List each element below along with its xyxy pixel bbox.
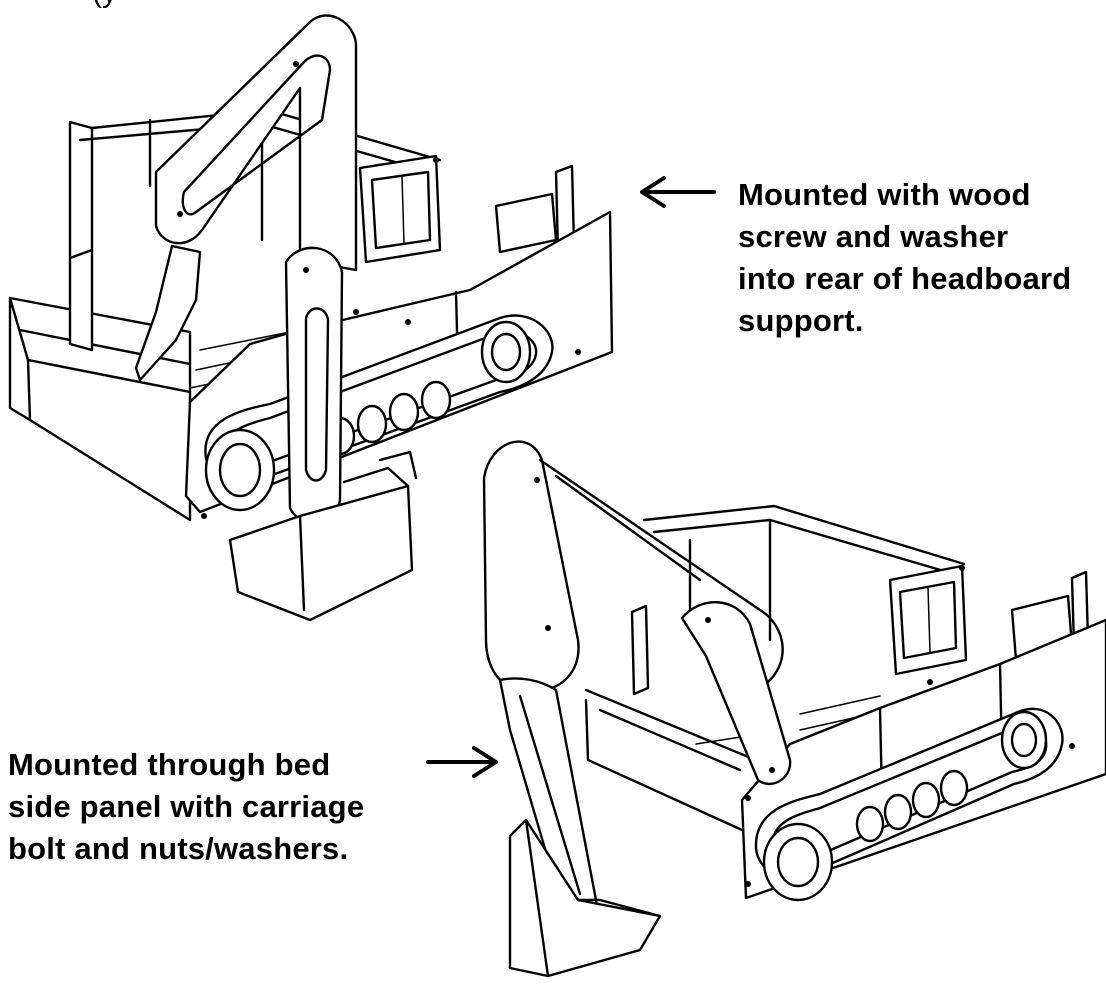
caption-line: into rear of headboard: [738, 261, 1072, 296]
caption-line: side panel with carriage: [8, 789, 365, 824]
digger-arm-bottom: [482, 440, 792, 978]
caption-headboard-mount: Mounted with wood screw and washer into …: [738, 174, 1071, 342]
caption-line: bolt and nuts/washers.: [8, 831, 349, 866]
digger-arm-top: [134, 14, 418, 622]
caption-line: Mounted with wood: [738, 177, 1031, 212]
caption-line: screw and washer: [738, 219, 1009, 254]
cropped-header-text: (y: [92, 0, 117, 10]
side-panel-bottom: [740, 565, 1106, 902]
caption-line: Mounted through bed: [8, 747, 331, 782]
caption-side-panel-mount: Mounted through bed side panel with carr…: [8, 744, 364, 870]
caption-line: support.: [738, 303, 864, 338]
bed-frame-bottom: [584, 504, 1090, 832]
